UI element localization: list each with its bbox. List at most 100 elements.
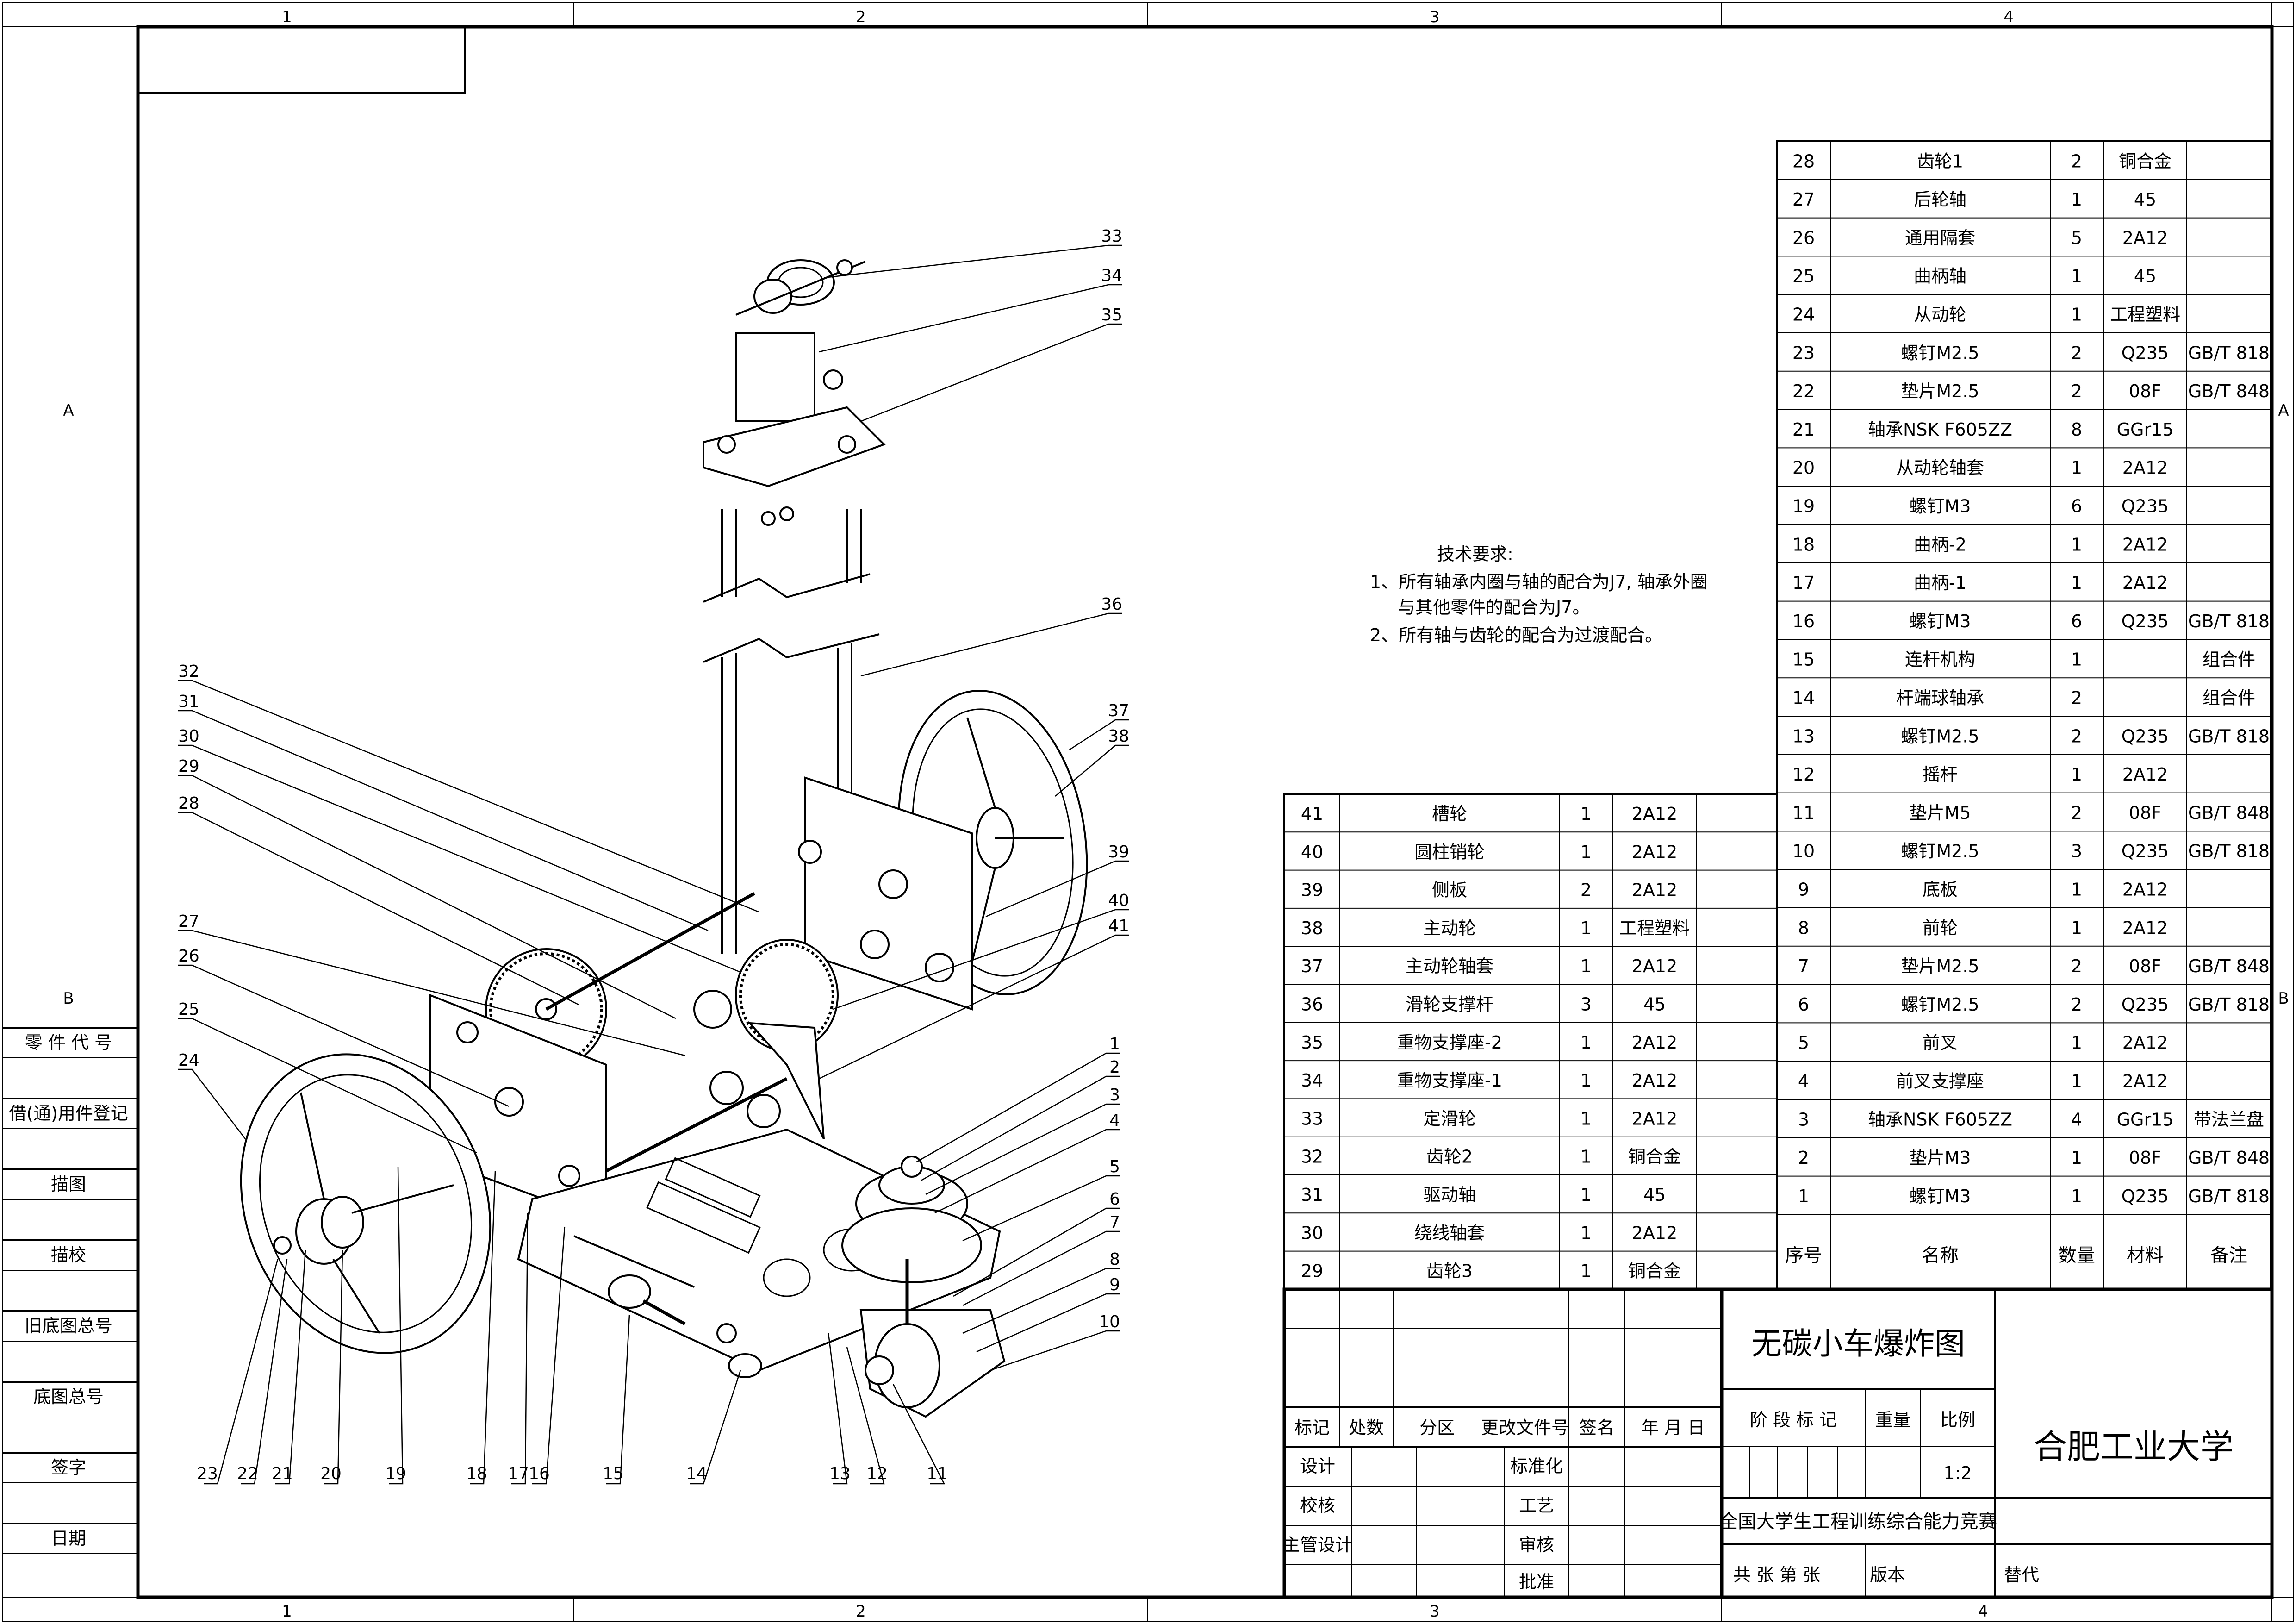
bom-cell-material: 2A12 [1632, 804, 1678, 824]
bom-cell-qty: 1 [1580, 804, 1592, 824]
zone-top-1: 1 [282, 8, 292, 26]
balloon-41: 41 [1108, 917, 1129, 936]
bom-cell-no: 2 [1798, 1148, 1809, 1168]
bom-cell-note: GB/T 818 [2188, 994, 2270, 1015]
left-margin-table: 零 件 代 号 借(通)用件登记 描图 描校 旧底图总号 底图总号 签字 日期 [2, 1027, 138, 1554]
balloon-5: 5 [1109, 1157, 1120, 1176]
bom-cell-no: 18 [1792, 534, 1815, 555]
bom-cell-no: 36 [1301, 994, 1323, 1014]
bom-cell-name: 后轮轴 [1914, 189, 1966, 210]
bom-cell-material: 2A12 [1632, 956, 1678, 976]
bom-cell-material: 2A12 [2122, 918, 2168, 938]
bom-cell-name: 侧板 [1432, 880, 1467, 900]
bom-cell-name: 螺钉M2.5 [1901, 726, 1979, 746]
bom-cell-no: 35 [1301, 1032, 1323, 1053]
zone-numbers: 1 2 3 4 1 2 3 4 A B A B [63, 8, 2289, 1621]
bom-cell-qty: 1 [2071, 573, 2082, 593]
bom-cell-qty: 1 [2071, 1033, 2082, 1053]
bom-cell-name: 重物支撑座-2 [1397, 1032, 1502, 1053]
bom-cell-no: 14 [1792, 688, 1815, 708]
bom-cell-material: Q235 [2122, 496, 2169, 517]
bom-cell-qty: 5 [2071, 228, 2082, 248]
bom-cell-no: 41 [1301, 804, 1323, 824]
bom-cell-name: 通用隔套 [1905, 228, 1975, 248]
bom-cell-name: 螺钉M2.5 [1901, 994, 1979, 1015]
bom-cell-no: 13 [1792, 726, 1815, 746]
balloon-14: 14 [686, 1464, 707, 1483]
bom-cell-no: 39 [1301, 880, 1323, 900]
bom-cell-qty: 6 [2071, 496, 2082, 517]
rev-header-change-doc: 更改文件号 [1481, 1418, 1569, 1438]
bom-cell-no: 31 [1301, 1185, 1323, 1205]
bom-cell-material: 工程塑料 [2110, 305, 2180, 325]
bom-cell-qty: 1 [2071, 1148, 2082, 1168]
bom-cell-name: 从动轮 [1914, 305, 1966, 325]
balloon-28: 28 [178, 794, 199, 813]
bom-cell-no: 10 [1792, 841, 1815, 862]
bom-cell-no: 34 [1301, 1070, 1323, 1091]
bom-cell-material: 08F [2129, 1148, 2161, 1168]
bom-cell-no: 1 [1798, 1186, 1809, 1206]
bom-cell-no: 11 [1792, 803, 1815, 823]
tech-req-title: 技术要求: [1437, 544, 1513, 564]
technical-requirements: 技术要求: 1、所有轴承内圈与轴的配合为J7, 轴承外圈 与其他零件的配合为J7… [1370, 544, 1708, 645]
bom-cell-note: GB/T 818 [2188, 1186, 2270, 1206]
balloon-16: 16 [529, 1464, 550, 1483]
bom-cell-no: 23 [1792, 343, 1815, 363]
bom-cell-qty: 1 [1580, 1147, 1592, 1167]
role-review: 审核 [1519, 1535, 1554, 1555]
bom-cell-qty: 2 [2071, 956, 2082, 976]
bom-cell-no: 21 [1792, 419, 1815, 440]
bom-cell-no: 28 [1792, 151, 1815, 171]
balloon-35: 35 [1101, 306, 1122, 325]
bom-cell-name: 滑轮支撑杆 [1406, 994, 1493, 1014]
bom-cell-name: 前轮 [1923, 918, 1958, 938]
role-design: 设计 [1300, 1456, 1335, 1476]
rev-header-sign: 签名 [1579, 1418, 1614, 1438]
bom-cell-material: 2A12 [1632, 1108, 1678, 1129]
balloon-18: 18 [466, 1464, 487, 1483]
bom-cell-no: 29 [1301, 1261, 1323, 1281]
bom-cell-name: 摇杆 [1923, 764, 1958, 785]
bom-header-note: 备注 [2210, 1245, 2247, 1266]
bom-cell-material: 2A12 [1632, 1070, 1678, 1091]
bom-cell-no: 33 [1301, 1108, 1323, 1129]
margin-traced: 描图 [51, 1174, 86, 1194]
stage-mark-label: 阶 段 标 记 [1750, 1410, 1837, 1430]
bom-cell-qty: 1 [2071, 266, 2082, 287]
bom-cell-name: 螺钉M3 [1910, 1186, 1971, 1206]
balloon-19: 19 [385, 1464, 406, 1483]
balloon-26: 26 [178, 947, 199, 966]
drawing-name: 无碳小车爆炸图 [1751, 1326, 1965, 1362]
bom-cell-material: 2A12 [2122, 880, 2168, 900]
bom-cell-name: 驱动轴 [1423, 1185, 1476, 1205]
bom-cell-no: 26 [1792, 228, 1815, 248]
bom-cell-qty: 1 [1580, 1070, 1592, 1091]
bom-cell-note: GB/T 818 [2188, 343, 2270, 363]
zone-bottom-3: 3 [1430, 1602, 1440, 1621]
zone-top-4: 4 [2004, 8, 2014, 26]
side-plates [798, 776, 973, 1011]
bom-cell-no: 3 [1798, 1109, 1809, 1130]
bom-cell-qty: 2 [2071, 726, 2082, 746]
bom-cell-material: GGr15 [2117, 419, 2174, 440]
bom-cell-note: 组合件 [2203, 650, 2255, 670]
bom-header-no: 序号 [1785, 1245, 1822, 1266]
bom-cell-material: 2A12 [1632, 842, 1678, 862]
tech-req-line-3: 2、所有轴与齿轮的配合为过渡配合。 [1370, 625, 1662, 645]
bom-cell-name: 齿轮3 [1426, 1261, 1473, 1281]
balloon-11: 11 [927, 1464, 948, 1483]
bom-cell-name: 垫片M5 [1910, 803, 1971, 823]
bom-cell-qty: 3 [2071, 841, 2082, 862]
bom-cell-material: 2A12 [1632, 1032, 1678, 1053]
bom-cell-material: 铜合金 [2119, 151, 2172, 171]
bom-cell-note: GB/T 818 [2188, 611, 2270, 631]
balloon-13: 13 [829, 1464, 851, 1483]
balloon-4: 4 [1109, 1111, 1120, 1130]
bom-cell-material: 45 [2134, 266, 2156, 287]
bom-cell-material: 2A12 [2122, 764, 2168, 785]
balloon-10: 10 [1099, 1312, 1120, 1331]
balloon-38: 38 [1108, 727, 1129, 746]
